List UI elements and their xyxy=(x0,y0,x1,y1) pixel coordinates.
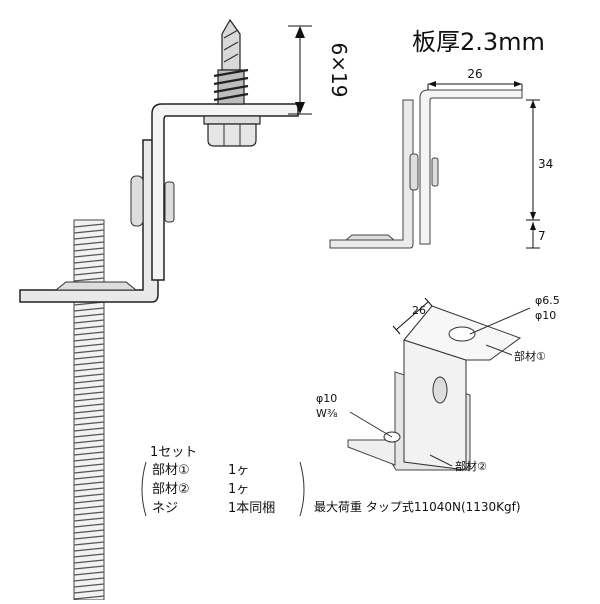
set-item-qty: 1本同梱 xyxy=(228,501,275,516)
rod-thread-line xyxy=(73,373,105,378)
thickness-label: 板厚2.3mm xyxy=(412,28,545,56)
set-list: 1セット 部材① 1ヶ 部材② 1ヶ ネジ 1本同梱 xyxy=(140,445,310,517)
outer-bracket xyxy=(19,139,159,303)
rod-thread-line xyxy=(73,595,105,600)
screw-dimension: 6×19 xyxy=(288,25,351,115)
rod-thread-line xyxy=(73,241,105,246)
rod-thread-line xyxy=(73,391,105,396)
rod-thread-line xyxy=(73,439,105,444)
rod-thread-line xyxy=(73,403,105,408)
rod-thread-line xyxy=(73,337,105,342)
rod-thread-line xyxy=(73,409,105,414)
side-height-upper-label: 34 xyxy=(538,157,553,171)
rod-thread-line xyxy=(73,313,105,318)
iso-part2-label: 部材② xyxy=(455,459,487,473)
iso-view: 26 φ6.5 φ10 部材① φ10 W⅜ 部材② xyxy=(316,294,560,473)
side-width-label: 26 xyxy=(467,67,482,81)
rod-thread-line xyxy=(73,229,105,234)
rod-thread-line xyxy=(73,469,105,474)
screw-dim-label: 6×19 xyxy=(327,43,351,98)
iso-hole-dia-2: φ10 xyxy=(535,309,556,322)
threaded-rod xyxy=(73,219,105,601)
rod-thread-line xyxy=(73,355,105,360)
rod-thread-line xyxy=(73,379,105,384)
rod-thread-line xyxy=(73,331,105,336)
washer-left xyxy=(130,175,144,227)
rod-thread-line xyxy=(73,271,105,276)
rod-thread-line xyxy=(73,253,105,258)
set-item-qty: 1ヶ xyxy=(228,482,249,497)
base-nut xyxy=(54,281,138,291)
rod-thread-line xyxy=(73,499,105,504)
set-item-name: 部材② xyxy=(152,482,190,497)
rod-thread-line xyxy=(73,511,105,516)
rod-thread-line xyxy=(73,481,105,486)
assembly-drawing: 6×19 xyxy=(19,18,351,601)
rod-thread-line xyxy=(73,415,105,420)
side-view: 26 34 7 xyxy=(329,67,553,249)
rod-thread-line xyxy=(73,259,105,264)
rod-thread-line xyxy=(73,451,105,456)
rod-thread-line xyxy=(73,583,105,588)
washer-right xyxy=(164,181,175,223)
side-height-lower-label: 7 xyxy=(538,229,546,243)
set-item-name: ネジ xyxy=(152,501,178,516)
rod-thread-line xyxy=(73,421,105,426)
rod-thread-line xyxy=(73,529,105,534)
rod-thread-line xyxy=(73,457,105,462)
rod-thread-line xyxy=(73,247,105,252)
rod-thread-line xyxy=(73,535,105,540)
set-list-title: 1セット xyxy=(150,445,197,460)
rod-thread-line xyxy=(73,589,105,594)
rod-thread-line xyxy=(73,343,105,348)
rod-thread-line xyxy=(73,223,105,228)
rod-thread-line xyxy=(73,475,105,480)
rod-thread-line xyxy=(73,433,105,438)
rod-thread-line xyxy=(73,577,105,582)
rod-thread-line xyxy=(73,517,105,522)
rod-thread-line xyxy=(73,397,105,402)
rod-thread-line xyxy=(73,325,105,330)
rod-thread-line xyxy=(73,235,105,240)
rod-thread-line xyxy=(73,319,105,324)
iso-hole2-thread: W⅜ xyxy=(316,407,338,420)
rod-thread-line xyxy=(73,445,105,450)
max-load-label: 最大荷重 タップ式11040N(1130Kgf) xyxy=(314,500,521,514)
rod-thread-line xyxy=(73,487,105,492)
rod-thread-line xyxy=(73,553,105,558)
rod-thread-line xyxy=(73,277,105,282)
iso-hole2-dia: φ10 xyxy=(316,392,337,405)
rod-thread-line xyxy=(73,349,105,354)
rod-thread-line xyxy=(73,265,105,270)
set-item-qty: 1ヶ xyxy=(228,463,249,478)
inner-bracket xyxy=(151,103,299,281)
set-item-name: 部材① xyxy=(152,463,190,478)
rod-thread-line xyxy=(73,493,105,498)
rod-thread-line xyxy=(73,565,105,570)
rod-thread-line xyxy=(73,367,105,372)
rod-thread-line xyxy=(73,505,105,510)
rod-thread-line xyxy=(73,523,105,528)
rod-thread-line xyxy=(73,559,105,564)
rod-thread-line xyxy=(73,385,105,390)
rod-thread-line xyxy=(73,427,105,432)
iso-width-label: 26 xyxy=(412,304,426,317)
iso-part1-label: 部材① xyxy=(514,349,546,363)
self-drilling-screw xyxy=(203,18,261,147)
rod-thread-line xyxy=(73,541,105,546)
iso-hole-dia-1: φ6.5 xyxy=(535,294,560,307)
rod-thread-line xyxy=(73,307,105,312)
rod-thread-line xyxy=(73,463,105,468)
rod-thread-line xyxy=(73,361,105,366)
rod-thread-line xyxy=(73,547,105,552)
rod-thread-line xyxy=(73,571,105,576)
